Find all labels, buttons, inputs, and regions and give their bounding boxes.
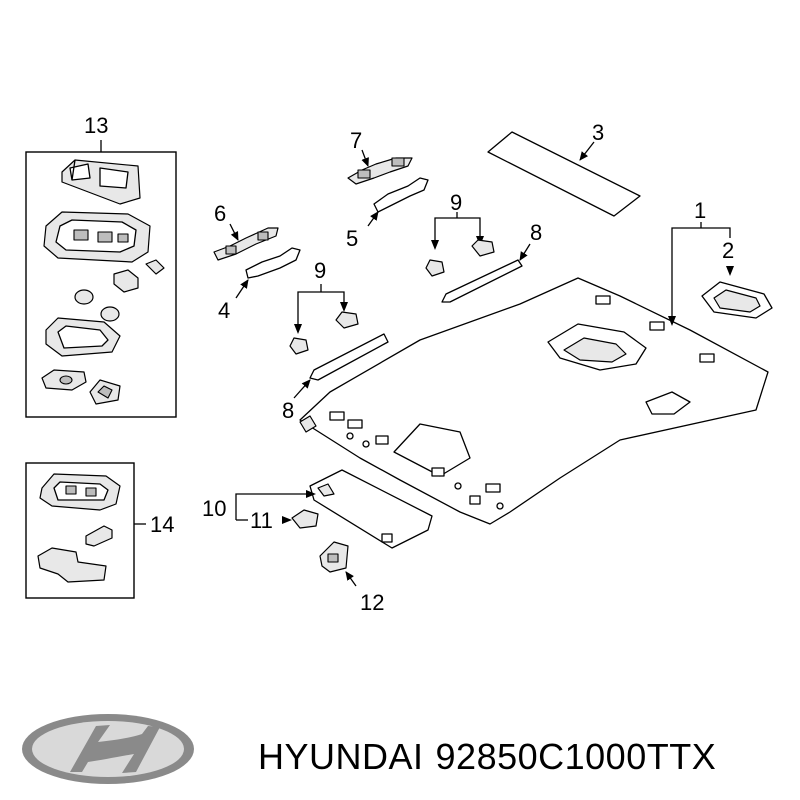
assist-handle-upper [373, 177, 429, 213]
headliner-rail-upper [441, 259, 523, 303]
callout-14: 14 [150, 512, 174, 537]
sun-visor [309, 469, 433, 549]
room-lamp-housing [39, 473, 121, 511]
callout-9-lower: 9 [314, 258, 326, 283]
overhead-console-frame [43, 211, 151, 263]
clip-9-upper-b [471, 239, 495, 257]
console-lens [45, 317, 121, 357]
room-lamp-lens [37, 547, 107, 583]
assist-handle-bracket-upper [347, 157, 413, 185]
console-switch [89, 379, 121, 405]
console-bulbs [74, 289, 120, 322]
callout-6: 6 [214, 201, 226, 226]
sun-visor-holder [319, 541, 349, 573]
box-14-frame [25, 462, 135, 599]
assist-handle-lower [245, 247, 301, 279]
callout-4: 4 [218, 298, 230, 323]
callout-8-upper: 8 [530, 220, 542, 245]
assist-handle-bracket-lower [213, 227, 279, 261]
clip-9-lower-a [289, 337, 309, 355]
callout-5: 5 [346, 226, 358, 251]
callout-10: 10 [202, 496, 226, 521]
overhead-console-housing [61, 159, 141, 205]
room-lamp-bulb [85, 525, 113, 547]
sunroof-lamp-bezel [701, 281, 773, 319]
callout-1: 1 [694, 198, 706, 223]
callout-3: 3 [592, 120, 604, 145]
callout-7: 7 [350, 128, 362, 153]
callout-12: 12 [360, 590, 384, 615]
callout-9-upper: 9 [450, 190, 462, 215]
console-switch-bezel [41, 369, 87, 391]
console-clip-small [113, 259, 165, 293]
headliner-rail-lower [309, 333, 389, 381]
brand-name: HYUNDAI [258, 736, 424, 777]
callout-11: 11 [250, 508, 273, 533]
callout-8-lower: 8 [282, 398, 294, 423]
footer: HYUNDAI 92850C1000TTX [0, 690, 800, 800]
clip-9-upper-a [425, 259, 445, 277]
headliner-pad [487, 131, 641, 217]
hyundai-logo-icon [22, 714, 194, 784]
callout-13: 13 [84, 113, 108, 138]
part-number: 92850C1000TTX [435, 736, 717, 777]
roof-headliner [299, 277, 769, 525]
part-caption: HYUNDAI 92850C1000TTX [258, 736, 728, 778]
sun-visor-clip [291, 509, 319, 529]
callout-2: 2 [722, 238, 734, 263]
clip-9-lower-b [335, 311, 359, 329]
